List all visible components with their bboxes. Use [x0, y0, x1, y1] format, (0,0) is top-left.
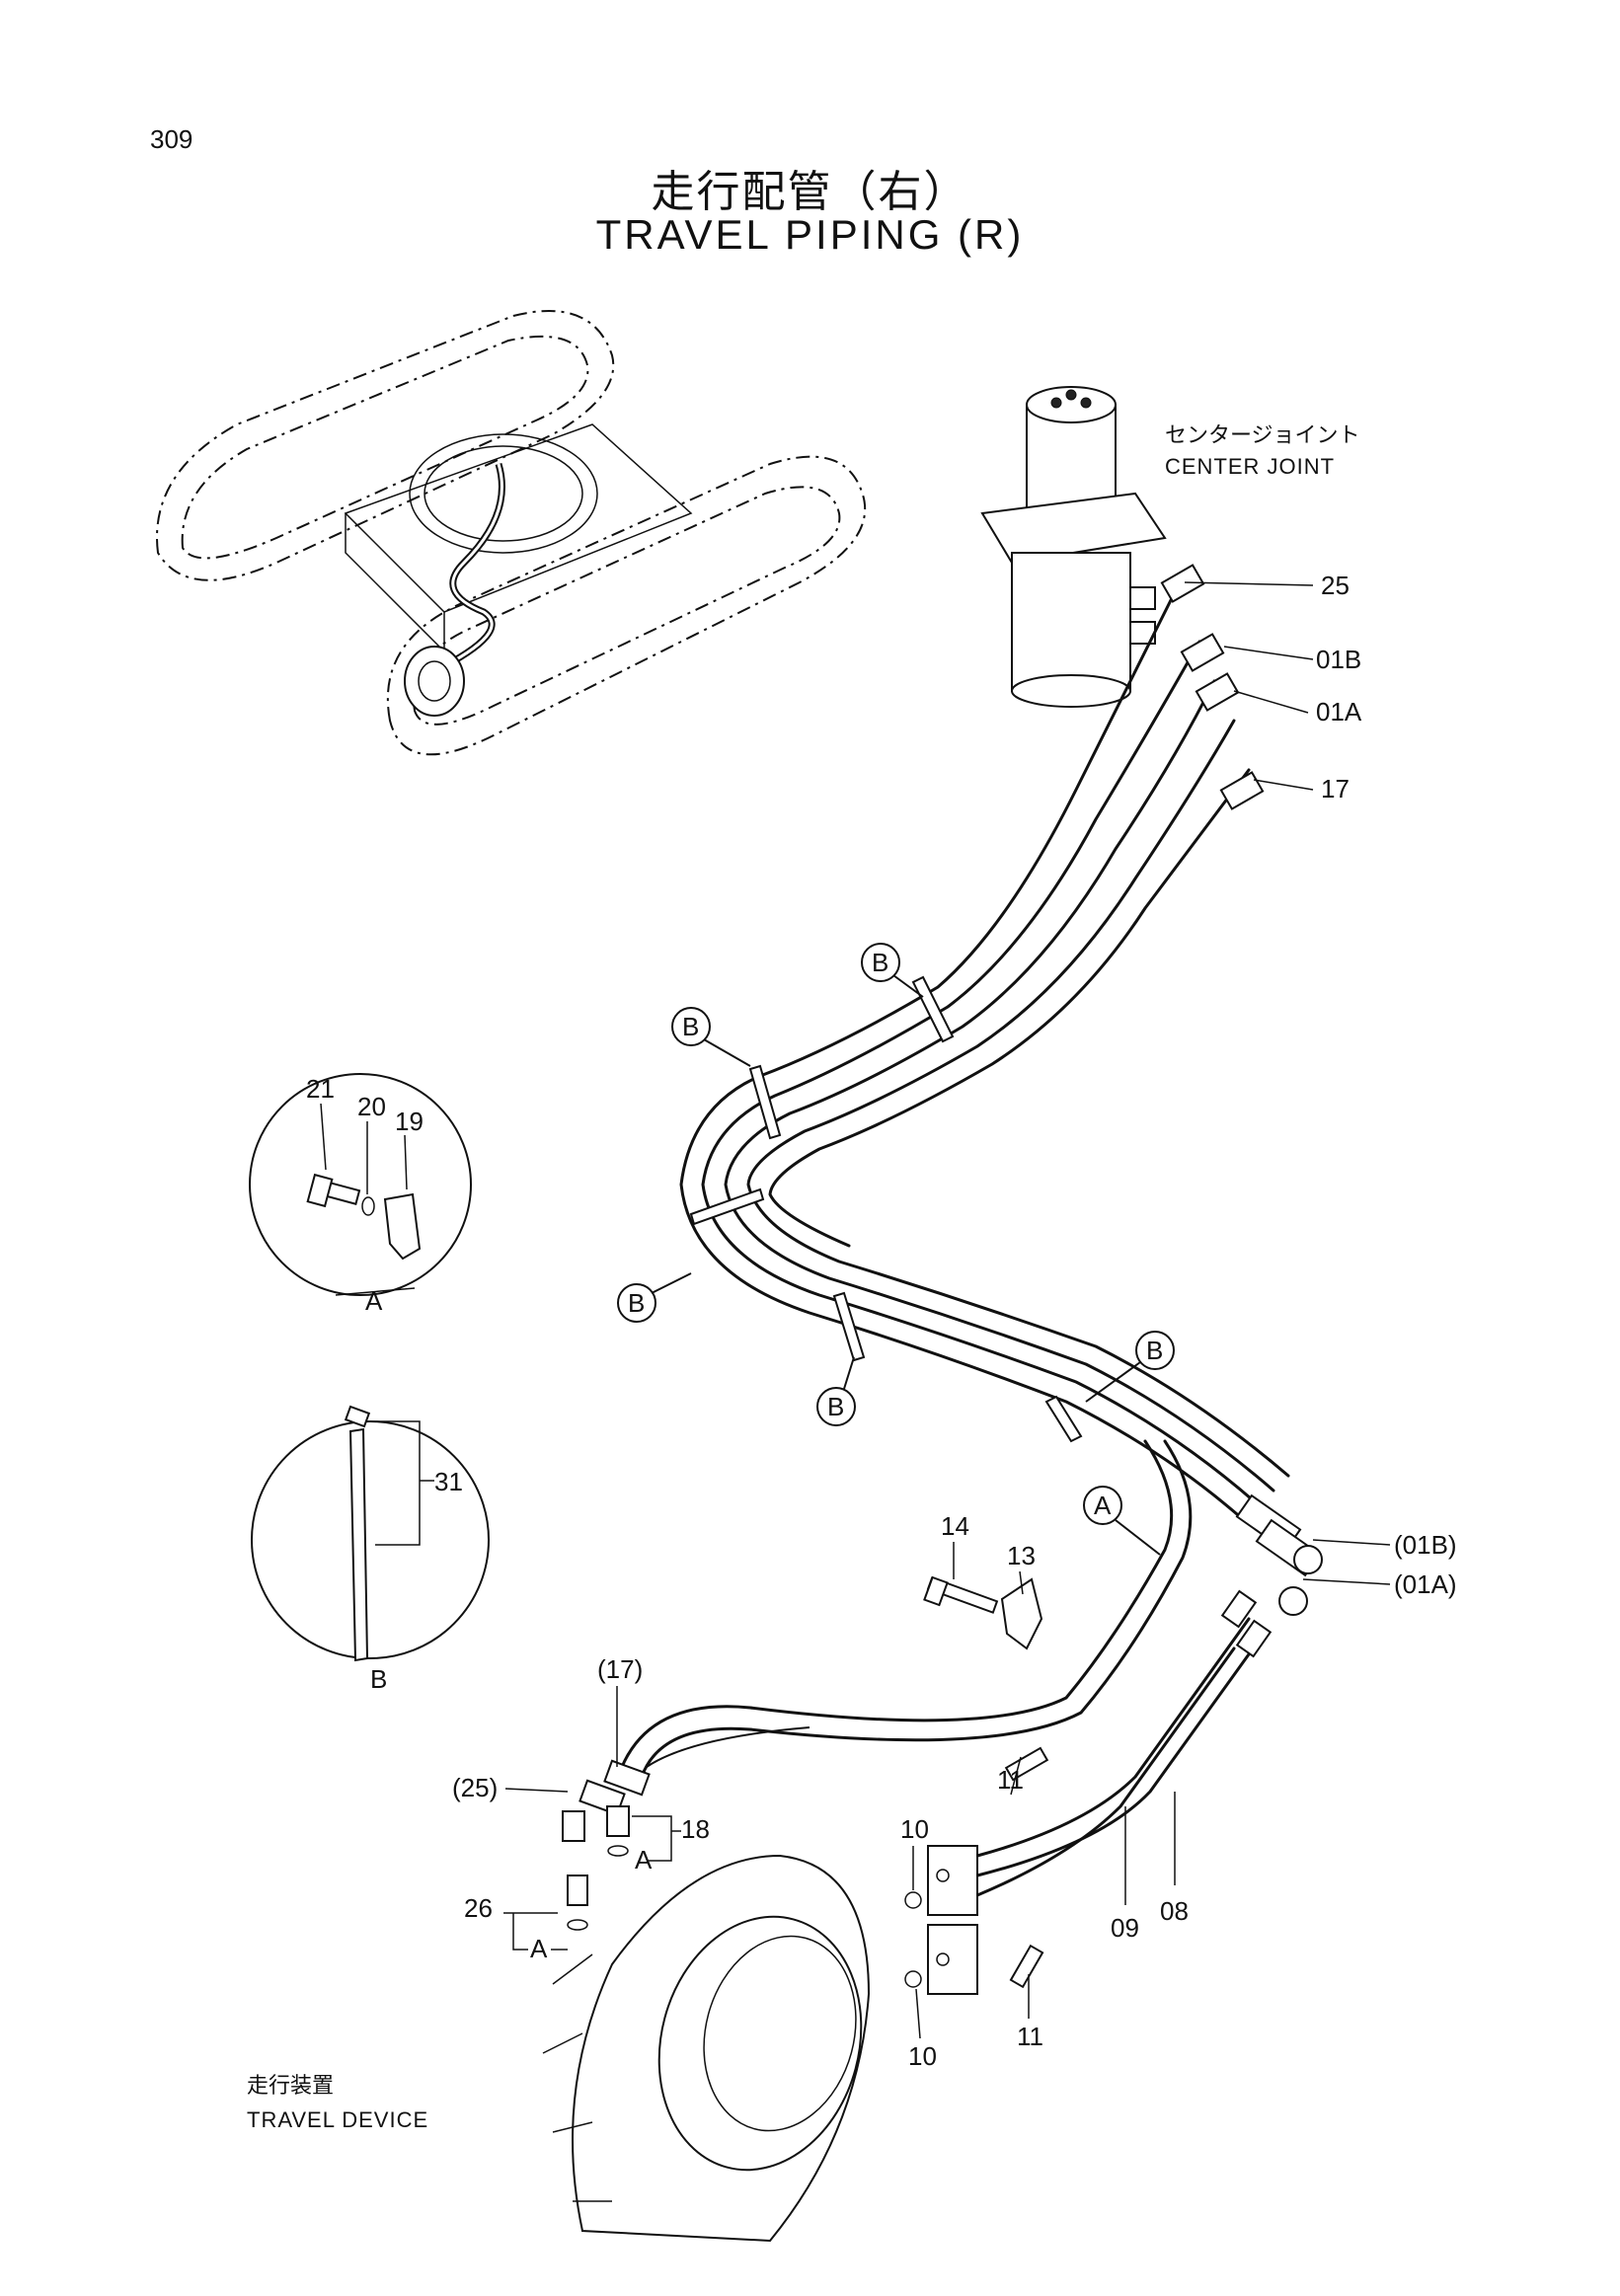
callout-19: 19	[395, 1107, 424, 1136]
callout-25-ref: (25)	[452, 1773, 498, 1802]
svg-text:B: B	[682, 1012, 699, 1041]
callout-18-a: A	[635, 1845, 653, 1875]
callout-11-upper: 11	[997, 1765, 1024, 1795]
callout-10-upper: 10	[900, 1814, 929, 1844]
center-joint-label-jp: センタージョイント	[1165, 423, 1360, 448]
clamp-marker-b2: B	[671, 1007, 751, 1067]
title-english: TRAVEL PIPING (R)	[595, 211, 1025, 258]
callout-17-ref: (17)	[597, 1654, 643, 1684]
travel-device-label-jp: 走行装置	[247, 2074, 334, 2099]
callout-09: 09	[1111, 1913, 1139, 1943]
detail-view-b-label: B	[370, 1664, 387, 1694]
hoses-08-09	[975, 1589, 1273, 1897]
undercarriage-overview	[156, 310, 867, 756]
callout-01B: 01B	[1316, 645, 1361, 674]
callout-13: 13	[1007, 1541, 1036, 1570]
clamp-marker-b3: B	[617, 1272, 692, 1323]
callout-21: 21	[306, 1074, 335, 1104]
flange-blocks	[904, 1746, 1049, 1995]
detail-view-a	[249, 1073, 472, 1296]
center-joint-label-en: CENTER JOINT	[1165, 454, 1335, 479]
detail-view-b	[251, 1405, 490, 1662]
detail-view-a-label: A	[365, 1286, 383, 1316]
bolt-clamp-14-13	[923, 1575, 1043, 1650]
callout-01A: 01A	[1316, 697, 1362, 727]
center-joint-fittings	[1160, 564, 1265, 810]
center-joint-part	[980, 386, 1167, 708]
elbow-fittings	[562, 1726, 810, 1931]
clamp-marker-b1: B	[861, 943, 924, 998]
callout-01B-ref: (01B)	[1394, 1530, 1457, 1560]
svg-text:B: B	[1146, 1336, 1163, 1365]
callout-10-lower: 10	[908, 2041, 937, 2071]
svg-text:B: B	[872, 948, 888, 977]
callout-20: 20	[357, 1092, 386, 1121]
callout-26-a: A	[530, 1934, 548, 1963]
callout-08: 08	[1160, 1896, 1189, 1926]
callout-26: 26	[464, 1893, 493, 1923]
callout-14: 14	[941, 1511, 969, 1541]
title-japanese: 走行配管（右）	[651, 167, 969, 217]
clamp-marker-a1: A	[1083, 1486, 1161, 1556]
svg-text:B: B	[628, 1288, 645, 1318]
callout-31: 31	[434, 1467, 463, 1496]
travel-device-label-en: TRAVEL DEVICE	[247, 2107, 428, 2132]
svg-text:A: A	[1094, 1491, 1112, 1520]
callout-25: 25	[1321, 571, 1350, 600]
callout-17: 17	[1321, 774, 1350, 804]
clamp-marker-b5: B	[1085, 1331, 1175, 1403]
page-number: 309	[150, 124, 193, 154]
callout-01A-ref: (01A)	[1394, 1569, 1457, 1599]
travel-device-part	[542, 1854, 871, 2243]
clamp-marker-b4: B	[816, 1356, 856, 1426]
hose-bundle	[620, 580, 1323, 1779]
svg-text:B: B	[827, 1392, 844, 1421]
callout-18: 18	[681, 1814, 710, 1844]
callout-11-lower: 11	[1017, 2022, 1043, 2051]
